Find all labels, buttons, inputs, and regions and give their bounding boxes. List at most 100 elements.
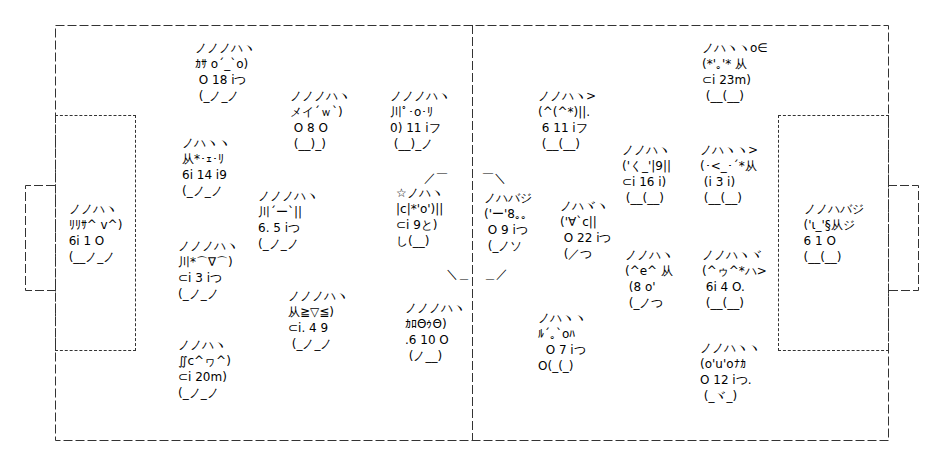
goal	[26, 186, 56, 291]
ascii-art-line: ('∀`c||	[560, 214, 612, 230]
halfway-line	[472, 25, 473, 440]
ascii-art-line: (__(__)	[538, 136, 596, 152]
ascii-art-line: (_ノ_ノ	[258, 236, 318, 252]
player-figure: ノノハヽﾘﾘｻ^ v^)6i 1 O(__ノ_ノ	[69, 201, 123, 265]
player-figure: ノノハヽヾ(^ゥ^*ハ> 6i 4 O. (__(__)	[702, 247, 767, 311]
ascii-art-line: ￣＼	[482, 170, 506, 186]
ascii-art-line: ∬c^ヮ^)	[178, 353, 231, 369]
ascii-art-line: し(__)	[396, 233, 443, 249]
ascii-art-line: O 9 iつ	[484, 222, 532, 238]
ascii-art-line: O(_(_)	[538, 358, 586, 374]
ascii-art-line: ノノハヽ>	[538, 88, 596, 104]
ascii-art-line: ('ー'8｡｡	[484, 206, 532, 222]
ascii-art-line: (_ノ_ノ	[178, 286, 238, 302]
ascii-art-line: ⊂i 3 iつ	[178, 270, 238, 286]
player-figure: ノノノハヽメイ´ｗ`) O 8 O (__)_)	[290, 88, 350, 152]
player-figure: ノハヽヽo∈(*'｡'* 从⊂i 23m) (__(__)	[702, 40, 768, 104]
ascii-art-line: (o'u'oﾅｶ	[700, 356, 760, 372]
player-figure: ノノノハヽ川*⌒∇⌒)⊂i 3 iつ(_ノ_ノ	[178, 238, 238, 302]
ascii-art-line: 川*⌒∇⌒)	[178, 254, 238, 270]
ascii-art-line: (^(^*)||.	[538, 104, 596, 120]
ascii-art-line: 0) 11 iフ	[390, 120, 450, 136]
ascii-art-line: O 22 iつ	[560, 230, 612, 246]
player-figure: ☆ノハヽ|c|*'o')||⊂i 9と)し(__)	[396, 185, 443, 249]
player-figure: ノノノハヽ从≧▽≦)⊂i. 4 9 (_ノ_ノ	[288, 288, 348, 352]
centre-circle-arc: ＼＿	[446, 266, 470, 282]
ascii-art-line: ノノハヽ	[622, 142, 671, 158]
ascii-art-line: (ノ__)	[405, 348, 465, 364]
ascii-art-line: (･<_･´*从	[700, 158, 758, 174]
player-figure: ノノハヽ∬c^ヮ^)⊂i 20m)(_ノ_ノ	[178, 337, 231, 401]
ascii-art-line: ノノハヽヾ	[702, 247, 767, 263]
ascii-art-line: 6i 4 O.	[702, 279, 767, 295]
ascii-art-line: 6i 14 i9	[182, 167, 230, 183]
ascii-art-line: ノノハヽ	[69, 201, 123, 217]
ascii-art-line: ノハヽヽ	[538, 310, 586, 326]
ascii-art-line: ノノノハヽ	[195, 40, 255, 56]
ascii-art-line: ノノハバジ	[804, 201, 864, 217]
ascii-art-line: メイ´ｗ`)	[290, 104, 350, 120]
ascii-art-line: (_ノ_ノ	[178, 385, 231, 401]
ascii-art-line: ⊂i 20m)	[178, 369, 231, 385]
ascii-art-line: ｶｻ o´_`o)	[195, 56, 255, 72]
ascii-art-line: (8 o'	[625, 279, 673, 295]
player-figure: ノノノハヽｶｻ o´_`o) O 18 iつ (_ノ_ノ	[195, 40, 255, 104]
ascii-art-line: ノノノハヽ	[290, 88, 350, 104]
ascii-art-line: 6. 5 iつ	[258, 220, 318, 236]
ascii-art-line: 6 11 iフ	[538, 120, 596, 136]
ascii-art-line: ノハヽヽo∈	[702, 40, 768, 56]
player-figure: ノノハヽ(^e^ 从 (8 o' (_ノつ	[625, 247, 673, 311]
player-figure: ノハバジ('ー'8｡｡ O 9 iつ (_ノソ	[484, 190, 532, 254]
ascii-art-line: ノノノハヽ	[258, 188, 318, 204]
ascii-art-line: ノハヽヽ	[182, 135, 230, 151]
ascii-art-line: (_ヾ_)	[700, 388, 760, 404]
ascii-art-line: ＼＿	[446, 266, 470, 282]
touch-line	[56, 26, 889, 441]
goal	[888, 186, 919, 291]
ascii-art-line: ノノノハヽ	[288, 288, 348, 304]
player-figure: ノハヽヽ从*･ｪ･ﾘ6i 14 i9(_ノ_ノ	[182, 135, 230, 199]
ascii-art-line: ⊂i. 4 9	[288, 320, 348, 336]
player-figure: ノハヾヽ('∀`c|| O 22 iつ (／つ	[560, 198, 612, 262]
player-figure: ノハヽヽ>(･<_･´*从 (i 3 i) (__(__)	[700, 142, 758, 206]
ascii-art-line: ノハバジ	[484, 190, 532, 206]
centre-circle-arc: ／￣	[424, 170, 448, 186]
ascii-art-line: ／￣	[424, 170, 448, 186]
centre-circle-arc: ￣＼	[482, 170, 506, 186]
ascii-art-line: O 18 iつ	[195, 72, 255, 88]
ascii-art-line: ｶﾛΘｩΘ)	[405, 316, 465, 332]
ascii-art-line: (_ノ_ノ	[182, 183, 230, 199]
penalty-area: ノノハバジ('ι_'§从ジ6 1 O(__(__)	[778, 115, 889, 351]
ascii-art-line: (／つ	[560, 246, 612, 262]
ascii-art-line: (^ゥ^*ハ>	[702, 263, 767, 279]
ascii-art-line: ノノハヽ	[625, 247, 673, 263]
ascii-art-line: 6i 1 O	[69, 233, 123, 249]
player-figure: ノノハヽ('く_'|9||⊂i 16 i) (__(__)	[622, 142, 671, 206]
ascii-art-line: ﾙ´｡`oﾊ	[538, 326, 586, 342]
ascii-art-line: .6 10 O	[405, 332, 465, 348]
ascii-art-line: ノノハヽ	[178, 337, 231, 353]
centre-circle-arc: ＿／	[484, 266, 508, 282]
ascii-art-line: (__(__)	[622, 190, 671, 206]
player-figure: ノノノハヽ川´ー`||6. 5 iつ(_ノ_ノ	[258, 188, 318, 252]
ascii-art-line: |c|*'o')||	[396, 201, 443, 217]
ascii-art-line: (__(__)	[804, 249, 864, 265]
ascii-art-line: ノハヽヽ>	[700, 142, 758, 158]
ascii-art-line: (*'｡'* 从	[702, 56, 768, 72]
ascii-art-line: (_ノ_ノ	[288, 336, 348, 352]
ascii-art-line: ＿／	[484, 266, 508, 282]
ascii-art-line: (__)_)	[290, 136, 350, 152]
ascii-art-line: ('く_'|9||	[622, 158, 671, 174]
ascii-art-line: (^e^ 从	[625, 263, 673, 279]
ascii-art-line: ⊂i 16 i)	[622, 174, 671, 190]
ascii-art-line: O 8 O	[290, 120, 350, 136]
ascii-art-line: (_ノ_ノ	[195, 88, 255, 104]
ascii-art-line: ⊂i 23m)	[702, 72, 768, 88]
ascii-art-line: (__ノ_ノ	[69, 249, 123, 265]
ascii-art-line: O 12 iつ.	[700, 372, 760, 388]
player-figure: ノノノハヽ川ﾟ･o･ﾘ0) 11 iフ (__)_ノ	[390, 88, 450, 152]
player-figure: ノノハバジ('ι_'§从ジ6 1 O(__(__)	[804, 201, 864, 265]
ascii-art-line: ﾘﾘｻ^ v^)	[69, 217, 123, 233]
ascii-art-line: 从*･ｪ･ﾘ	[182, 151, 230, 167]
